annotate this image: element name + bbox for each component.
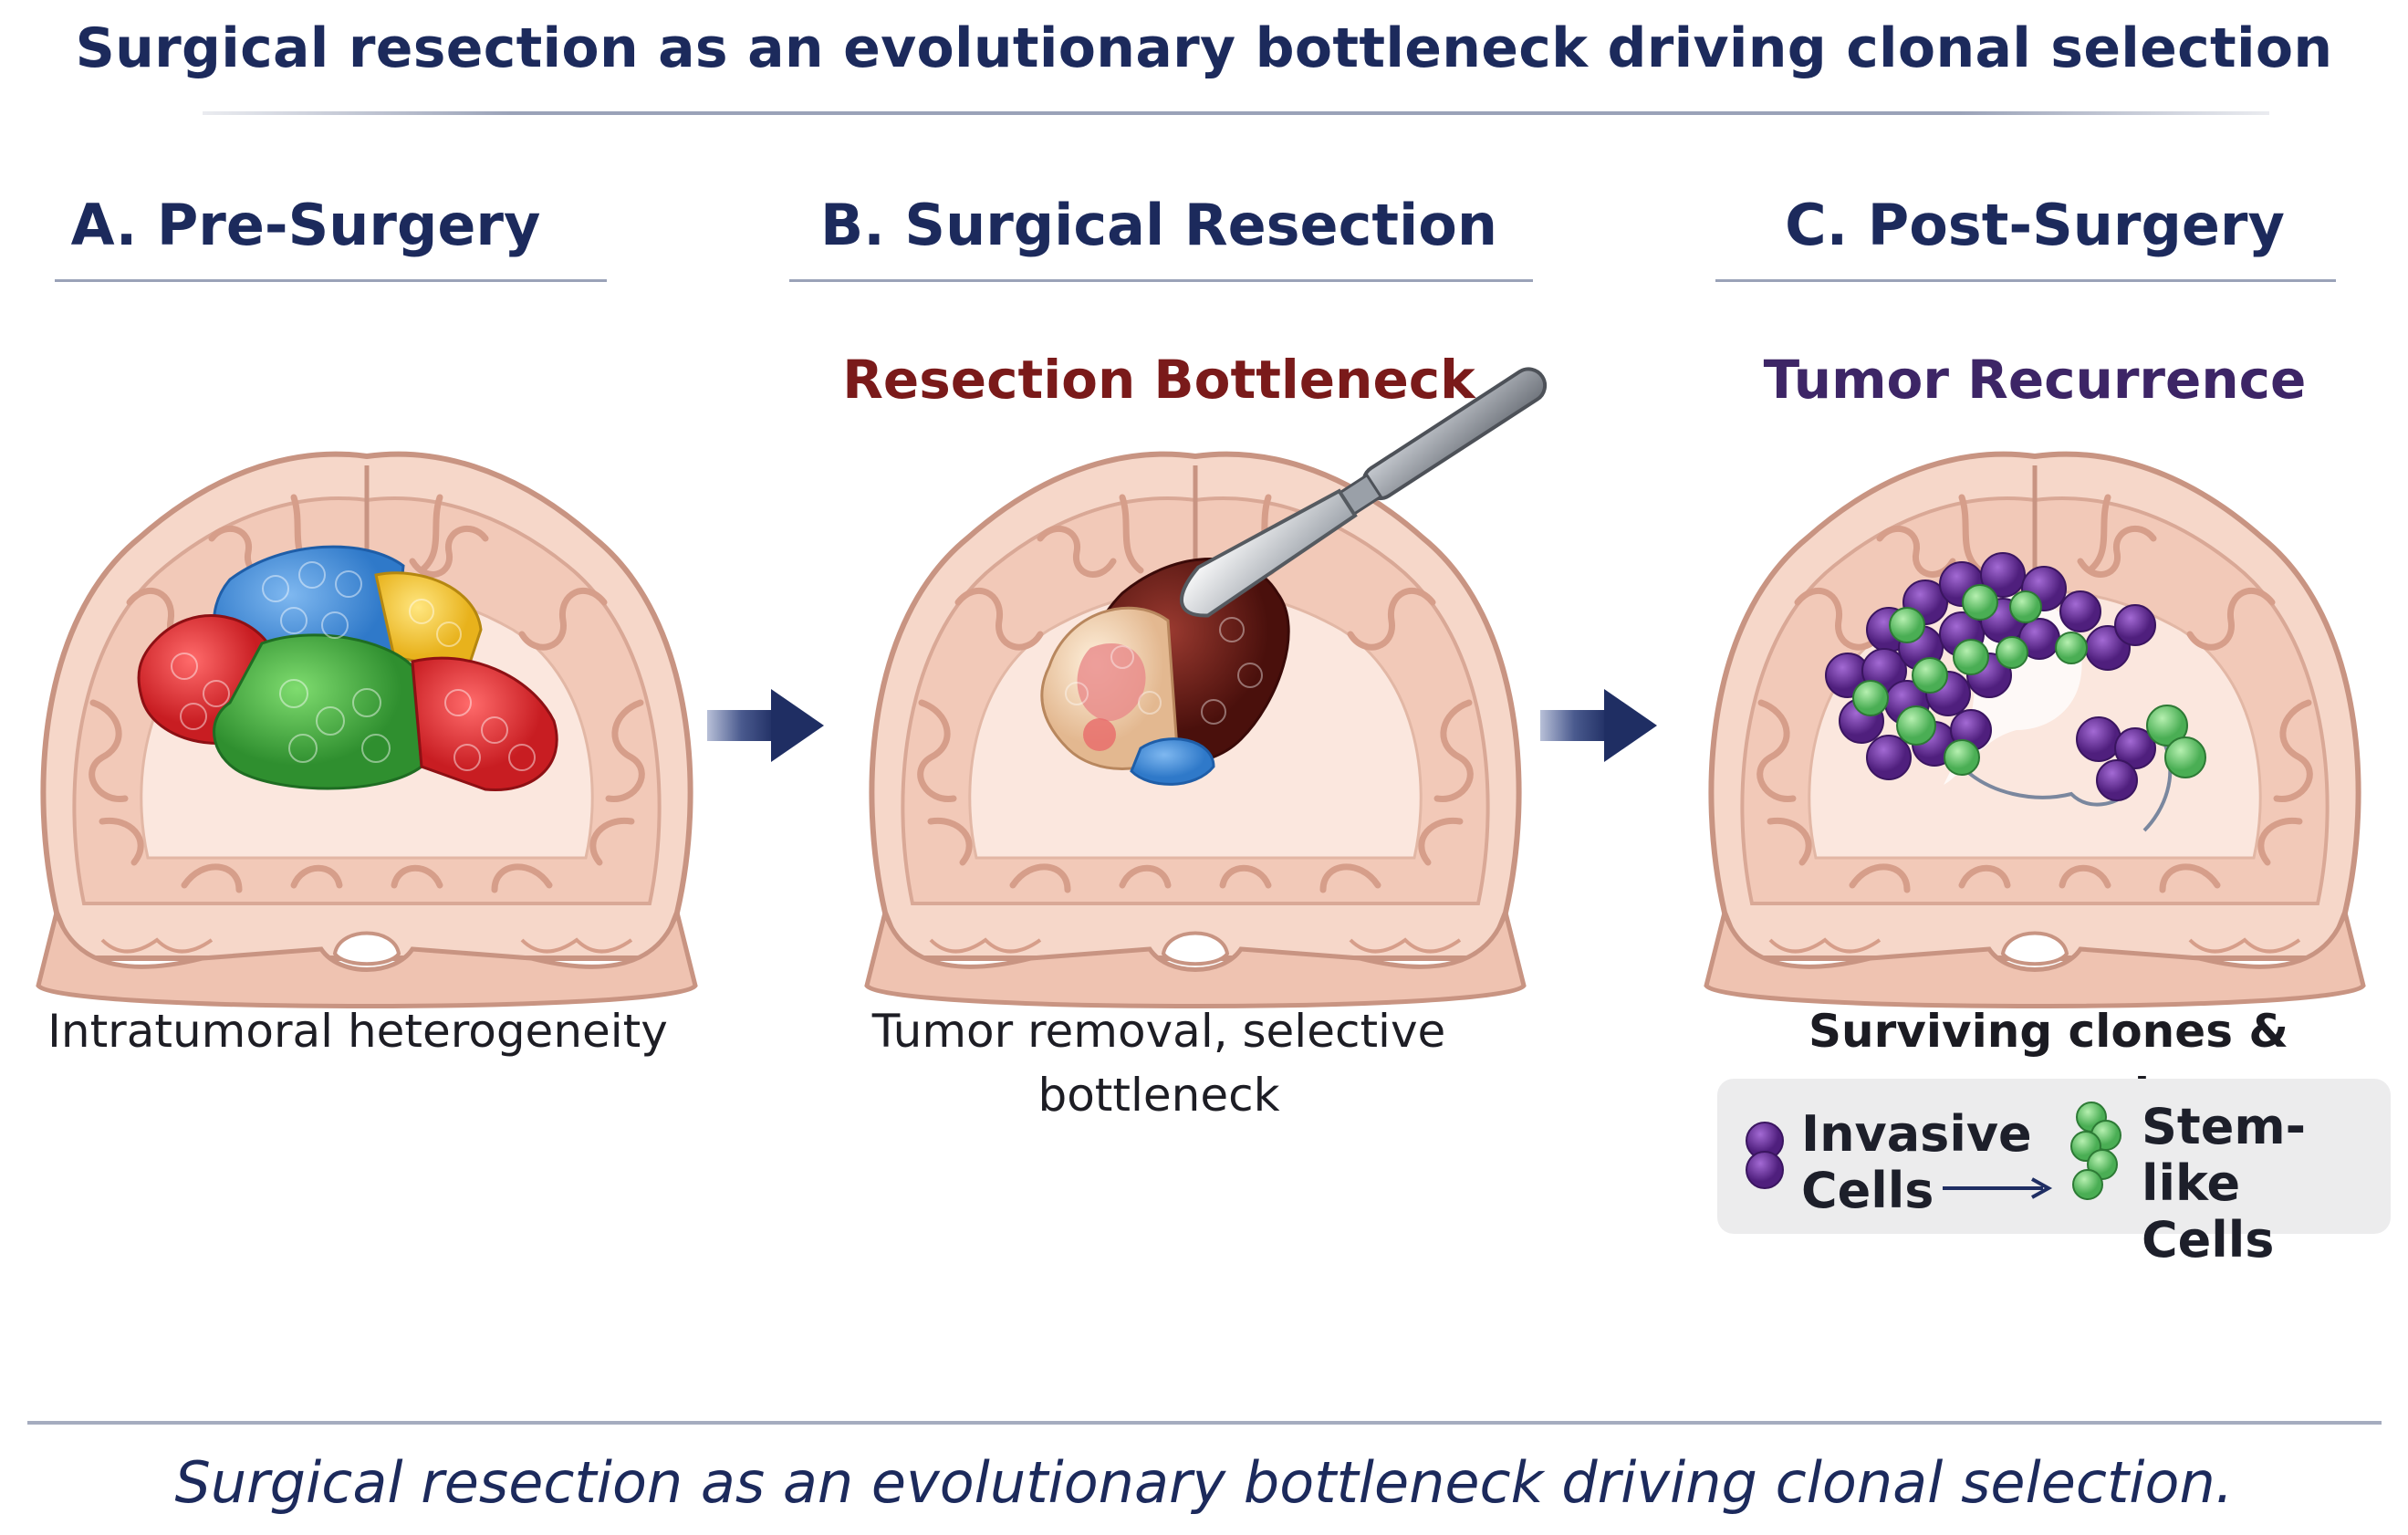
brain-post-surgery bbox=[1688, 429, 2382, 1022]
recurrent-tumor-cells bbox=[1825, 552, 2206, 801]
panel-a-heading: A. Pre-Surgery bbox=[70, 192, 541, 258]
panel-c-divider bbox=[1715, 279, 2336, 282]
transition-arrow-icon bbox=[1943, 1177, 2053, 1199]
panel-b-divider bbox=[789, 279, 1533, 282]
figure-caption: Surgical resection as an evolutionary bo… bbox=[174, 1449, 2234, 1516]
bottom-divider bbox=[27, 1421, 2382, 1425]
arrow-b-to-c-icon bbox=[1540, 689, 1657, 762]
brain-pre-surgery bbox=[20, 429, 714, 1022]
brain-surgical-resection bbox=[849, 429, 1542, 1022]
invasive-cells-icon bbox=[1746, 1122, 1784, 1189]
invasive-cells-label: Invasive Cells bbox=[1801, 1105, 2032, 1219]
panel-a-divider bbox=[55, 279, 607, 282]
title-divider bbox=[203, 111, 2269, 115]
tumor-heterogeneous bbox=[137, 545, 558, 792]
tumor-recurrence-label: Tumor Recurrence bbox=[1763, 349, 2307, 411]
cell-type-legend: Invasive Cells Stem-like Cells bbox=[1717, 1079, 2391, 1269]
resection-bottleneck-label: Resection Bottleneck bbox=[842, 349, 1475, 411]
scalpel-icon bbox=[1180, 367, 1548, 618]
stem-like-cells-label: Stem-like Cells bbox=[2142, 1098, 2307, 1269]
resected-tumor bbox=[1040, 558, 1290, 786]
panel-a-caption: Intratumoral heterogeneity bbox=[47, 1005, 668, 1058]
stem-like-cells-icon bbox=[2070, 1102, 2121, 1200]
panel-c-heading: C. Post-Surgery bbox=[1785, 192, 2285, 258]
figure-title: Surgical resection as an evolutionary bo… bbox=[75, 16, 2333, 80]
panel-b-heading: B. Surgical Resection bbox=[820, 192, 1497, 258]
panel-b-caption: Tumor removal, selective bottleneck bbox=[871, 1005, 1446, 1122]
arrow-a-to-b-icon bbox=[707, 689, 824, 762]
